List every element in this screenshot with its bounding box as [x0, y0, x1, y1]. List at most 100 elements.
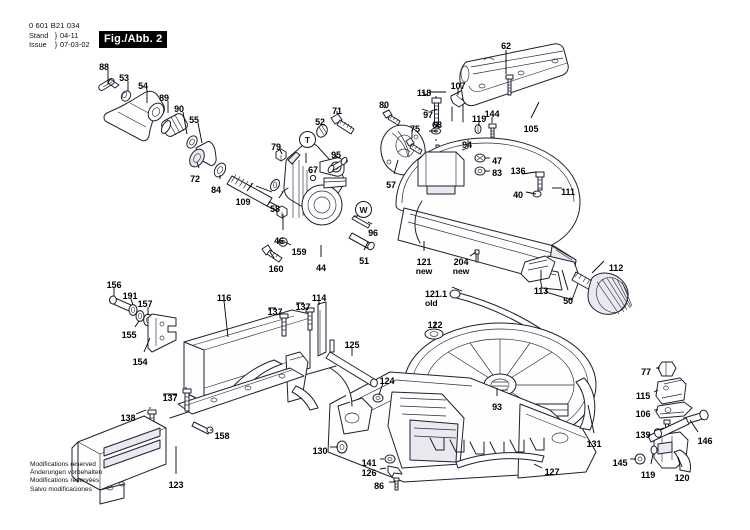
- callout-88: 88: [99, 62, 109, 73]
- callout-52: 52: [315, 117, 325, 128]
- callout-number: 191: [122, 291, 138, 301]
- callout-57: 57: [386, 180, 396, 191]
- callout-number: 119: [640, 470, 656, 480]
- part-83-washer: [474, 166, 486, 176]
- brace-upper: }: [54, 31, 58, 41]
- callout-126: 126: [362, 468, 377, 479]
- callout-number: 95: [331, 150, 341, 160]
- callout-156: 156: [106, 280, 122, 291]
- callout-number: 157: [137, 299, 153, 309]
- callout-115: 115: [635, 391, 651, 402]
- footer-line-de: Änderungen vorbehalten: [30, 469, 103, 477]
- callout-number: 88: [99, 62, 109, 72]
- part-127-insert: [455, 452, 545, 469]
- callout-number: 156: [106, 280, 122, 290]
- part-67-pin: [309, 174, 317, 182]
- callout-number: 107: [450, 81, 466, 91]
- part-126-clip: [387, 465, 403, 478]
- callout-109: 109: [235, 197, 251, 208]
- part-58-bushing: [269, 178, 281, 192]
- callout-127: 127: [544, 467, 560, 478]
- part-52-collar: [316, 124, 328, 138]
- callout-number: 83: [492, 168, 502, 178]
- callout-number: 77: [641, 367, 651, 377]
- callout-155: 155: [121, 330, 137, 341]
- callout-105: 105: [523, 124, 539, 135]
- callout-137a: 137: [268, 307, 283, 318]
- callout-131: 131: [586, 439, 602, 450]
- callout-number: 46: [274, 236, 284, 246]
- callout-62: 62: [501, 41, 511, 52]
- callout-number: 160: [268, 264, 284, 274]
- callout-number: 67: [308, 165, 318, 175]
- callout-number: 138: [120, 413, 136, 423]
- callout-number: 93: [492, 402, 502, 412]
- part-121-guard-new: [414, 200, 423, 244]
- callout-number: 137: [295, 302, 311, 312]
- callout-89: 89: [159, 93, 169, 104]
- document-header: 0 601 B21 034 Stand } 04-11 Issue } 07-0…: [29, 21, 90, 49]
- callout-number: 90: [174, 104, 184, 114]
- callout-111: 111: [561, 187, 575, 198]
- part-137a-screw: [279, 313, 289, 337]
- callout-number: 204: [453, 257, 469, 267]
- callout-number: 94: [462, 140, 472, 150]
- document-footer: Modifications reserved Änderungen vorbeh…: [30, 461, 102, 494]
- part-46-nut: [276, 205, 288, 219]
- part-47-washer: [474, 153, 486, 163]
- figure-title: Fig./Abb. 2: [99, 31, 168, 48]
- callout-50: 50: [563, 296, 573, 307]
- callout-144: 144: [485, 109, 500, 120]
- callout-130: 130: [313, 446, 328, 457]
- part-159-washer: [278, 237, 288, 247]
- part-40-washer: [532, 190, 542, 198]
- callout-114: 114: [312, 293, 326, 304]
- callout-number: 89: [159, 93, 169, 103]
- part-154-bracket: [147, 313, 177, 353]
- leader-lines: [107, 50, 699, 483]
- callout-number: 54: [138, 81, 148, 91]
- callout-number: 106: [635, 409, 651, 419]
- part-131-base: [327, 371, 597, 483]
- callout-number: 159: [291, 247, 307, 257]
- callout-number: 97: [423, 110, 433, 120]
- stand-label: Stand: [29, 31, 49, 41]
- part-156-lever: [109, 295, 132, 312]
- callout-number: 105: [523, 124, 539, 134]
- callout-79: 79: [271, 142, 281, 153]
- callout-125: 125: [345, 340, 360, 351]
- callout-44: 44: [316, 263, 326, 274]
- callout-qualifier: old: [424, 298, 438, 309]
- part-88-pin: [98, 78, 120, 91]
- part-141-washer: [384, 454, 396, 464]
- callout-number: 79: [271, 142, 281, 152]
- callout-number: 115: [635, 391, 651, 401]
- callout-40: 40: [513, 190, 523, 201]
- callout-139: 139: [635, 430, 651, 441]
- callout-number: 112: [608, 263, 624, 273]
- part-71-screw: [330, 113, 355, 135]
- callout-number: 155: [121, 330, 137, 340]
- callout-137b: 137: [295, 302, 311, 313]
- stand-row: Stand } 04-11: [29, 31, 90, 41]
- callout-141: 141: [362, 458, 377, 469]
- callout-112: 112: [608, 263, 624, 274]
- part-89-sleeve: [160, 113, 188, 137]
- callout-number: 127: [544, 467, 560, 477]
- callout-number: 47: [492, 156, 502, 166]
- callout-number: 84: [211, 185, 221, 195]
- balloon-w: W: [355, 201, 372, 218]
- callout-number: 139: [635, 430, 651, 440]
- callout-154: 154: [133, 357, 148, 368]
- callout-number: 131: [586, 439, 602, 449]
- part-136-screw: [535, 171, 545, 191]
- part-72-bearing: [189, 141, 217, 168]
- part-86-screw: [393, 477, 400, 491]
- part-114-bracket: [317, 301, 327, 357]
- part-54-handle-lever: [103, 90, 165, 142]
- part-62-screw: [505, 74, 514, 96]
- callout-number: 109: [235, 197, 251, 207]
- callout-number: 113: [533, 286, 549, 296]
- callout-122: 122: [428, 320, 443, 331]
